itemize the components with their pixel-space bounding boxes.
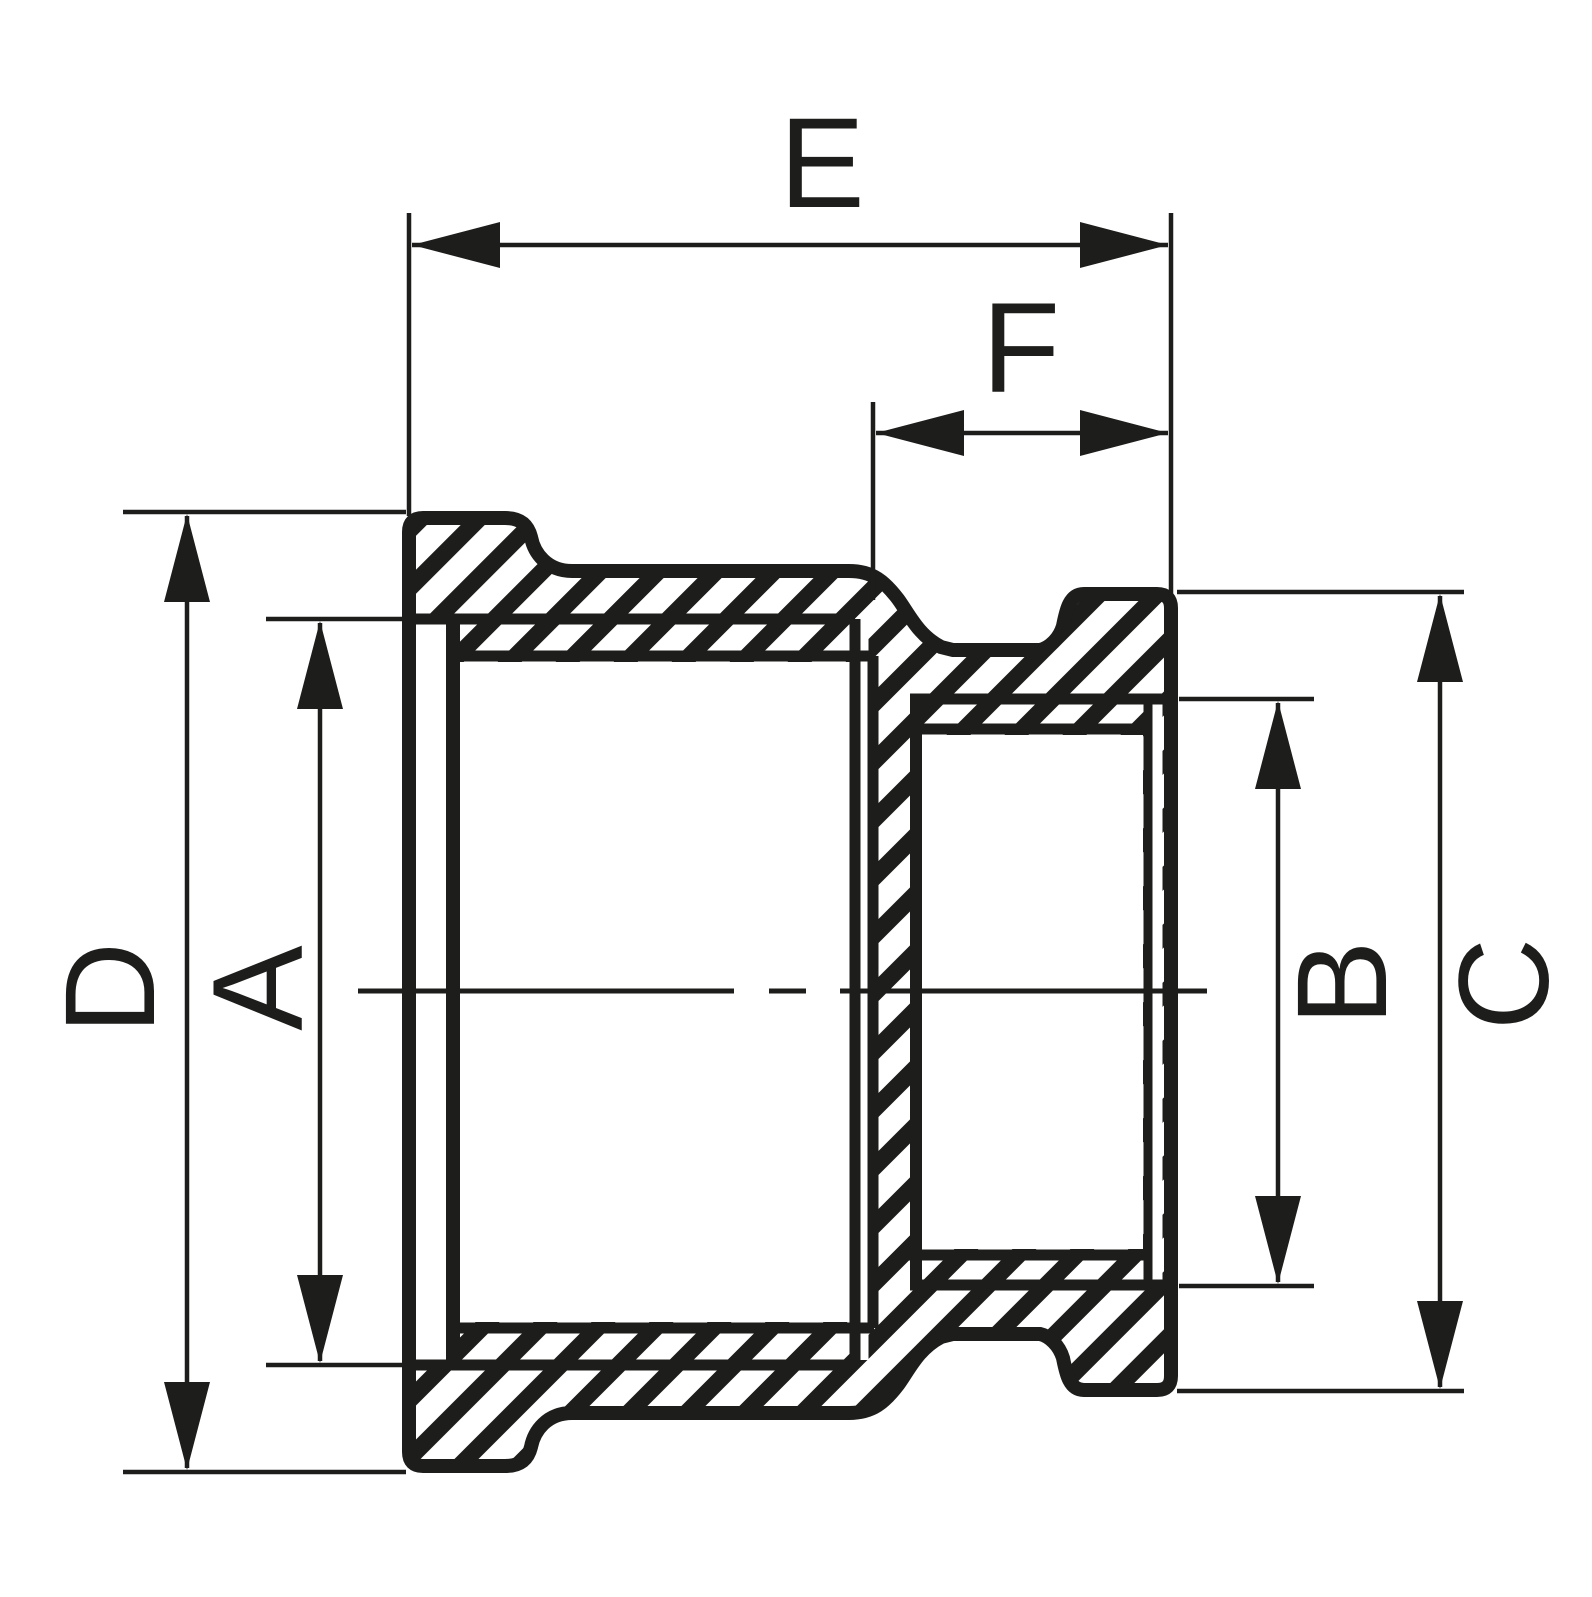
dim-a-arrowhead-top: [297, 621, 343, 709]
dim-e-arrowhead-right: [1080, 222, 1168, 268]
dim-c-arrowhead-bottom: [1417, 1301, 1463, 1389]
dim-c-label: C: [1433, 938, 1576, 1030]
dim-f-label: F: [982, 277, 1060, 420]
dim-d-label: D: [39, 942, 182, 1034]
dimension-d: D: [39, 509, 406, 1475]
fitting-outline: [402, 511, 1178, 1473]
dim-d-arrowhead-top: [164, 514, 210, 602]
dim-e-label: E: [779, 92, 864, 235]
dimension-f: F: [870, 277, 1168, 600]
dimension-a: A: [187, 616, 404, 1368]
dim-f-arrowhead-right: [1080, 410, 1168, 456]
dimension-e: E: [406, 92, 1174, 596]
dim-b-label: B: [1271, 940, 1414, 1025]
dim-b-arrowhead-top: [1255, 701, 1301, 789]
dim-a-label: A: [187, 945, 330, 1031]
dim-e-arrowhead-left: [412, 222, 500, 268]
dim-b-arrowhead-bottom: [1255, 1196, 1301, 1284]
dim-f-arrowhead-left: [876, 410, 964, 456]
dim-a-arrowhead-bottom: [297, 1275, 343, 1363]
dim-c-arrowhead-top: [1417, 594, 1463, 682]
dimension-c: C: [1177, 589, 1576, 1394]
dim-d-arrowhead-bottom: [164, 1382, 210, 1470]
dimension-b: B: [1179, 696, 1414, 1289]
